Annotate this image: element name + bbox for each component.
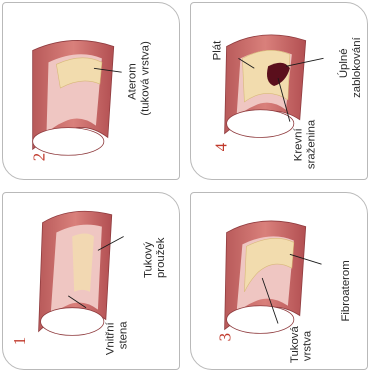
inner-wall-label-line-2: stena [118,321,130,349]
blood-clot-label-line-1: Krevní [293,128,305,162]
stage-3-panel: 3 Tuková vrstva Fibroaterom [190,192,368,370]
artery-opening [41,308,104,336]
artery-opening [33,128,104,156]
full-blockage-label-line-1: Úplné [337,48,350,78]
stage-number: 1 [10,337,29,345]
plaque-label: Plát [212,40,224,60]
inner-wall-label-line-1: Vnitřní [105,321,117,355]
stage-4-panel: 4 Plát Krevní sraženina Úplné zablokován… [190,2,368,180]
fatty-layer-label-line-2: vrstva [302,330,314,361]
stage-2-illustration: 2 Aterom (tuková vrstva) [3,3,179,179]
stage-1-illustration: 1 Vnitřní stena Tukový proužek [3,193,179,369]
stage-number: 4 [212,142,231,151]
artery-opening [227,110,294,138]
atheroma-label-line-1: Aterom [126,63,138,100]
stage-number: 3 [216,333,235,341]
stage-1-panel: 1 Vnitřní stena Tukový proužek [2,192,180,370]
fibroatheroma-label: Fibroaterom [340,260,352,321]
blood-clot-label-line-2: sraženina [306,119,318,169]
artery-opening [227,306,294,334]
stage-3-illustration: 3 Tuková vrstva Fibroaterom [191,193,367,369]
stage-2-panel: 2 Aterom (tuková vrstva) [2,2,180,180]
fatty-layer-label-line-1: Tuková [289,326,301,364]
stage-number: 2 [30,153,49,161]
fatty-streak-label-line-2: proužek [155,237,167,278]
stage-4-illustration: 4 Plát Krevní sraženina Úplné zablokován… [191,3,367,179]
fatty-streak-label-line-1: Tukový [142,242,154,279]
full-blockage-label-line-2: zablokování [351,36,363,97]
atheroma-label-line-2: (tuková vrstva) [139,41,151,116]
